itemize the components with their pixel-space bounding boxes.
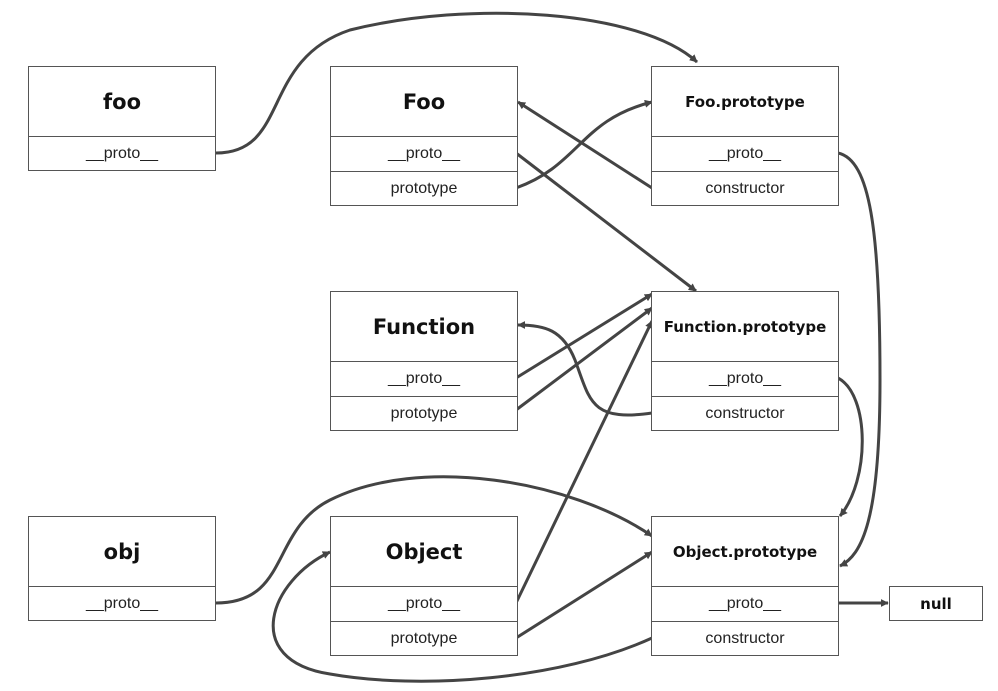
edge-Object-proto-to-Function-prototype [514,320,654,604]
edge-foo-proto-to-foo-prototype [215,11,699,155]
node-title: foo [29,67,215,137]
node-row-constructor: constructor [652,396,838,430]
node-title: Foo.prototype [652,67,838,137]
node-row-proto: __proto__ [85,145,159,162]
edge-FooProto-proto-to-Object-prototype [837,151,882,568]
node-obj: obj __proto__ [28,516,216,621]
node-title: Object [331,517,517,587]
edge-Function-prototype-to-Function-prototype-object [515,306,653,412]
node-foo: foo __proto__ [28,66,216,171]
edge-Foo-proto-to-Function-prototype [515,151,697,293]
node-row-proto: __proto__ [387,595,461,612]
node-null: null [889,586,983,621]
node-row-proto: __proto__ [708,370,782,387]
node-title: obj [29,517,215,587]
node-row-proto: __proto__ [708,145,782,162]
edge-ObjectProto-constructor-to-Object [271,550,653,683]
edge-Object-prototype-to-Object-prototype-object [515,550,653,640]
node-row-prototype: prototype [331,171,517,205]
node-Foo: Foo __proto__ prototype [330,66,518,206]
node-row-proto: __proto__ [387,145,461,162]
node-Object-prototype: Object.prototype __proto__ constructor [651,516,839,656]
edge-FooProto-constructor-to-Foo [517,100,653,190]
node-Foo-prototype: Foo.prototype __proto__ constructor [651,66,839,206]
node-title: null [920,594,952,613]
node-Function-prototype: Function.prototype __proto__ constructor [651,291,839,431]
node-row-prototype: prototype [331,621,517,655]
node-title: Function.prototype [652,292,838,362]
node-title: Object.prototype [652,517,838,587]
node-Object: Object __proto__ prototype [330,516,518,656]
node-title: Function [331,292,517,362]
edge-obj-proto-to-Object-prototype [215,475,653,605]
node-row-proto: __proto__ [708,595,782,612]
node-Function: Function __proto__ prototype [330,291,518,431]
node-row-constructor: constructor [652,171,838,205]
edge-Function-proto-to-Function-prototype [515,292,653,380]
edge-FunctionProto-constructor-to-Function [517,321,653,417]
edge-FunctionProto-proto-to-Object-prototype [837,376,864,517]
node-row-proto: __proto__ [85,595,159,612]
node-row-prototype: prototype [331,396,517,430]
node-row-constructor: constructor [652,621,838,655]
node-title: Foo [331,67,517,137]
node-row-proto: __proto__ [387,370,461,387]
